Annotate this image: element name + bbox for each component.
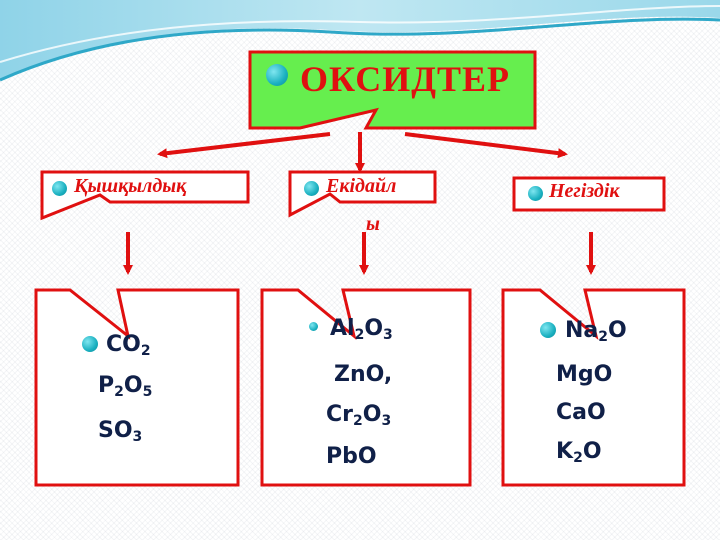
formula-zno: ZnO, [334, 362, 393, 387]
formula-cao: CaO [556, 400, 606, 425]
content-box-basic [501, 288, 686, 487]
bullet-icon [52, 181, 67, 196]
title-bullet-icon [266, 64, 288, 86]
bullet-icon [528, 186, 543, 201]
bullet-icon [304, 181, 319, 196]
category-label-basic: Негіздік [549, 180, 620, 202]
formula-co2: CO2 [106, 332, 151, 359]
bullet-icon [82, 336, 98, 352]
bullet-icon [540, 322, 556, 338]
formula-pbo: PbO [326, 444, 377, 469]
category-label-amphoteric-line1: Екідайл [326, 175, 397, 197]
diagram-title: ОКСИДТЕР [300, 59, 510, 99]
category-box-basic [512, 176, 666, 212]
category-box-acidic [40, 170, 250, 221]
category-label-acidic: Қышқылдық [74, 175, 187, 197]
formula-cr2o3: Cr2O3 [326, 402, 392, 429]
formula-k2o: K2O [556, 439, 602, 466]
title-box [248, 50, 537, 130]
content-box-amphoteric [260, 288, 472, 487]
arrow-to-basic [404, 132, 568, 159]
category-label-amphoteric-line2: ы [366, 213, 380, 235]
formula-p2o5: P2O5 [98, 373, 153, 400]
formula-al2o3: Al2O3 [330, 316, 393, 343]
bullet-icon [309, 322, 318, 331]
category-box-amphoteric [288, 170, 437, 218]
header-swoosh [0, 0, 720, 82]
formula-so3: SO3 [98, 418, 143, 445]
formula-mgo: MgO [556, 362, 613, 387]
arrow-to-acidic [157, 132, 331, 159]
formula-na2o: Na2O [565, 318, 627, 345]
